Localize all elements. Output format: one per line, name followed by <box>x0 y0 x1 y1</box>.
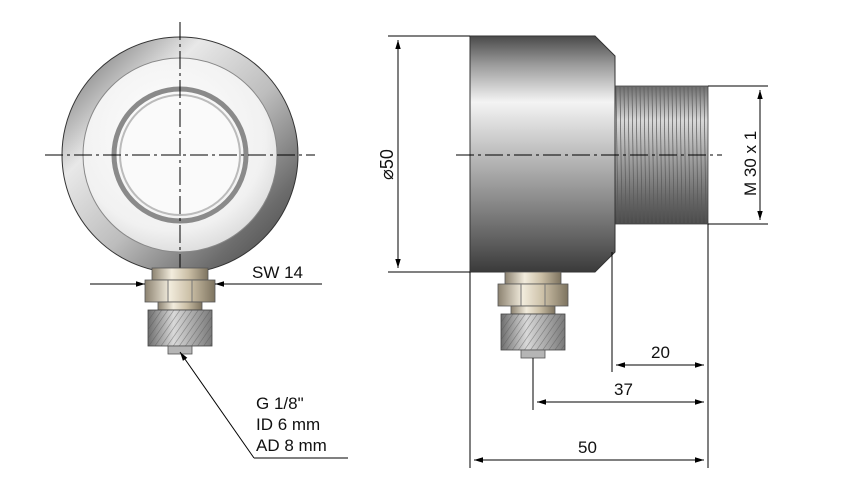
thread-ridge <box>647 86 651 224</box>
fitting-outer-diameter: AD 8 mm <box>256 436 327 455</box>
thread-length-label: 20 <box>651 343 670 362</box>
total-length-label: 50 <box>578 438 597 457</box>
diameter-label: ⌀50 <box>377 149 397 180</box>
thread-ridge <box>627 86 631 224</box>
front-centerlines <box>45 22 315 268</box>
front-fitting <box>144 267 216 355</box>
side-fitting <box>497 271 569 359</box>
thread-label: M 30 x 1 <box>741 131 760 196</box>
fitting-offset-label: 37 <box>614 380 633 399</box>
thread-ridge <box>655 86 659 224</box>
fitting-inner-diameter: ID 6 mm <box>256 415 320 434</box>
thread-ridge <box>619 86 623 224</box>
wrench-size-label: SW 14 <box>252 263 303 282</box>
thread-ridge <box>683 86 687 224</box>
front-view: SW 14 G 1/8" ID 6 mm AD 8 mm <box>45 22 348 459</box>
thread-dimension: M 30 x 1 <box>708 85 768 225</box>
side-view: ⌀50 M 30 x 1 20 37 50 <box>377 35 768 468</box>
wrench-size-dimension: SW 14 <box>90 263 322 287</box>
gauge-body <box>469 35 616 273</box>
diameter-dimension: ⌀50 <box>377 35 470 273</box>
fitting-spec-callout: G 1/8" ID 6 mm AD 8 mm <box>179 351 348 459</box>
length-dimensions: 20 37 50 <box>469 224 709 468</box>
fitting-thread-spec: G 1/8" <box>256 394 304 413</box>
